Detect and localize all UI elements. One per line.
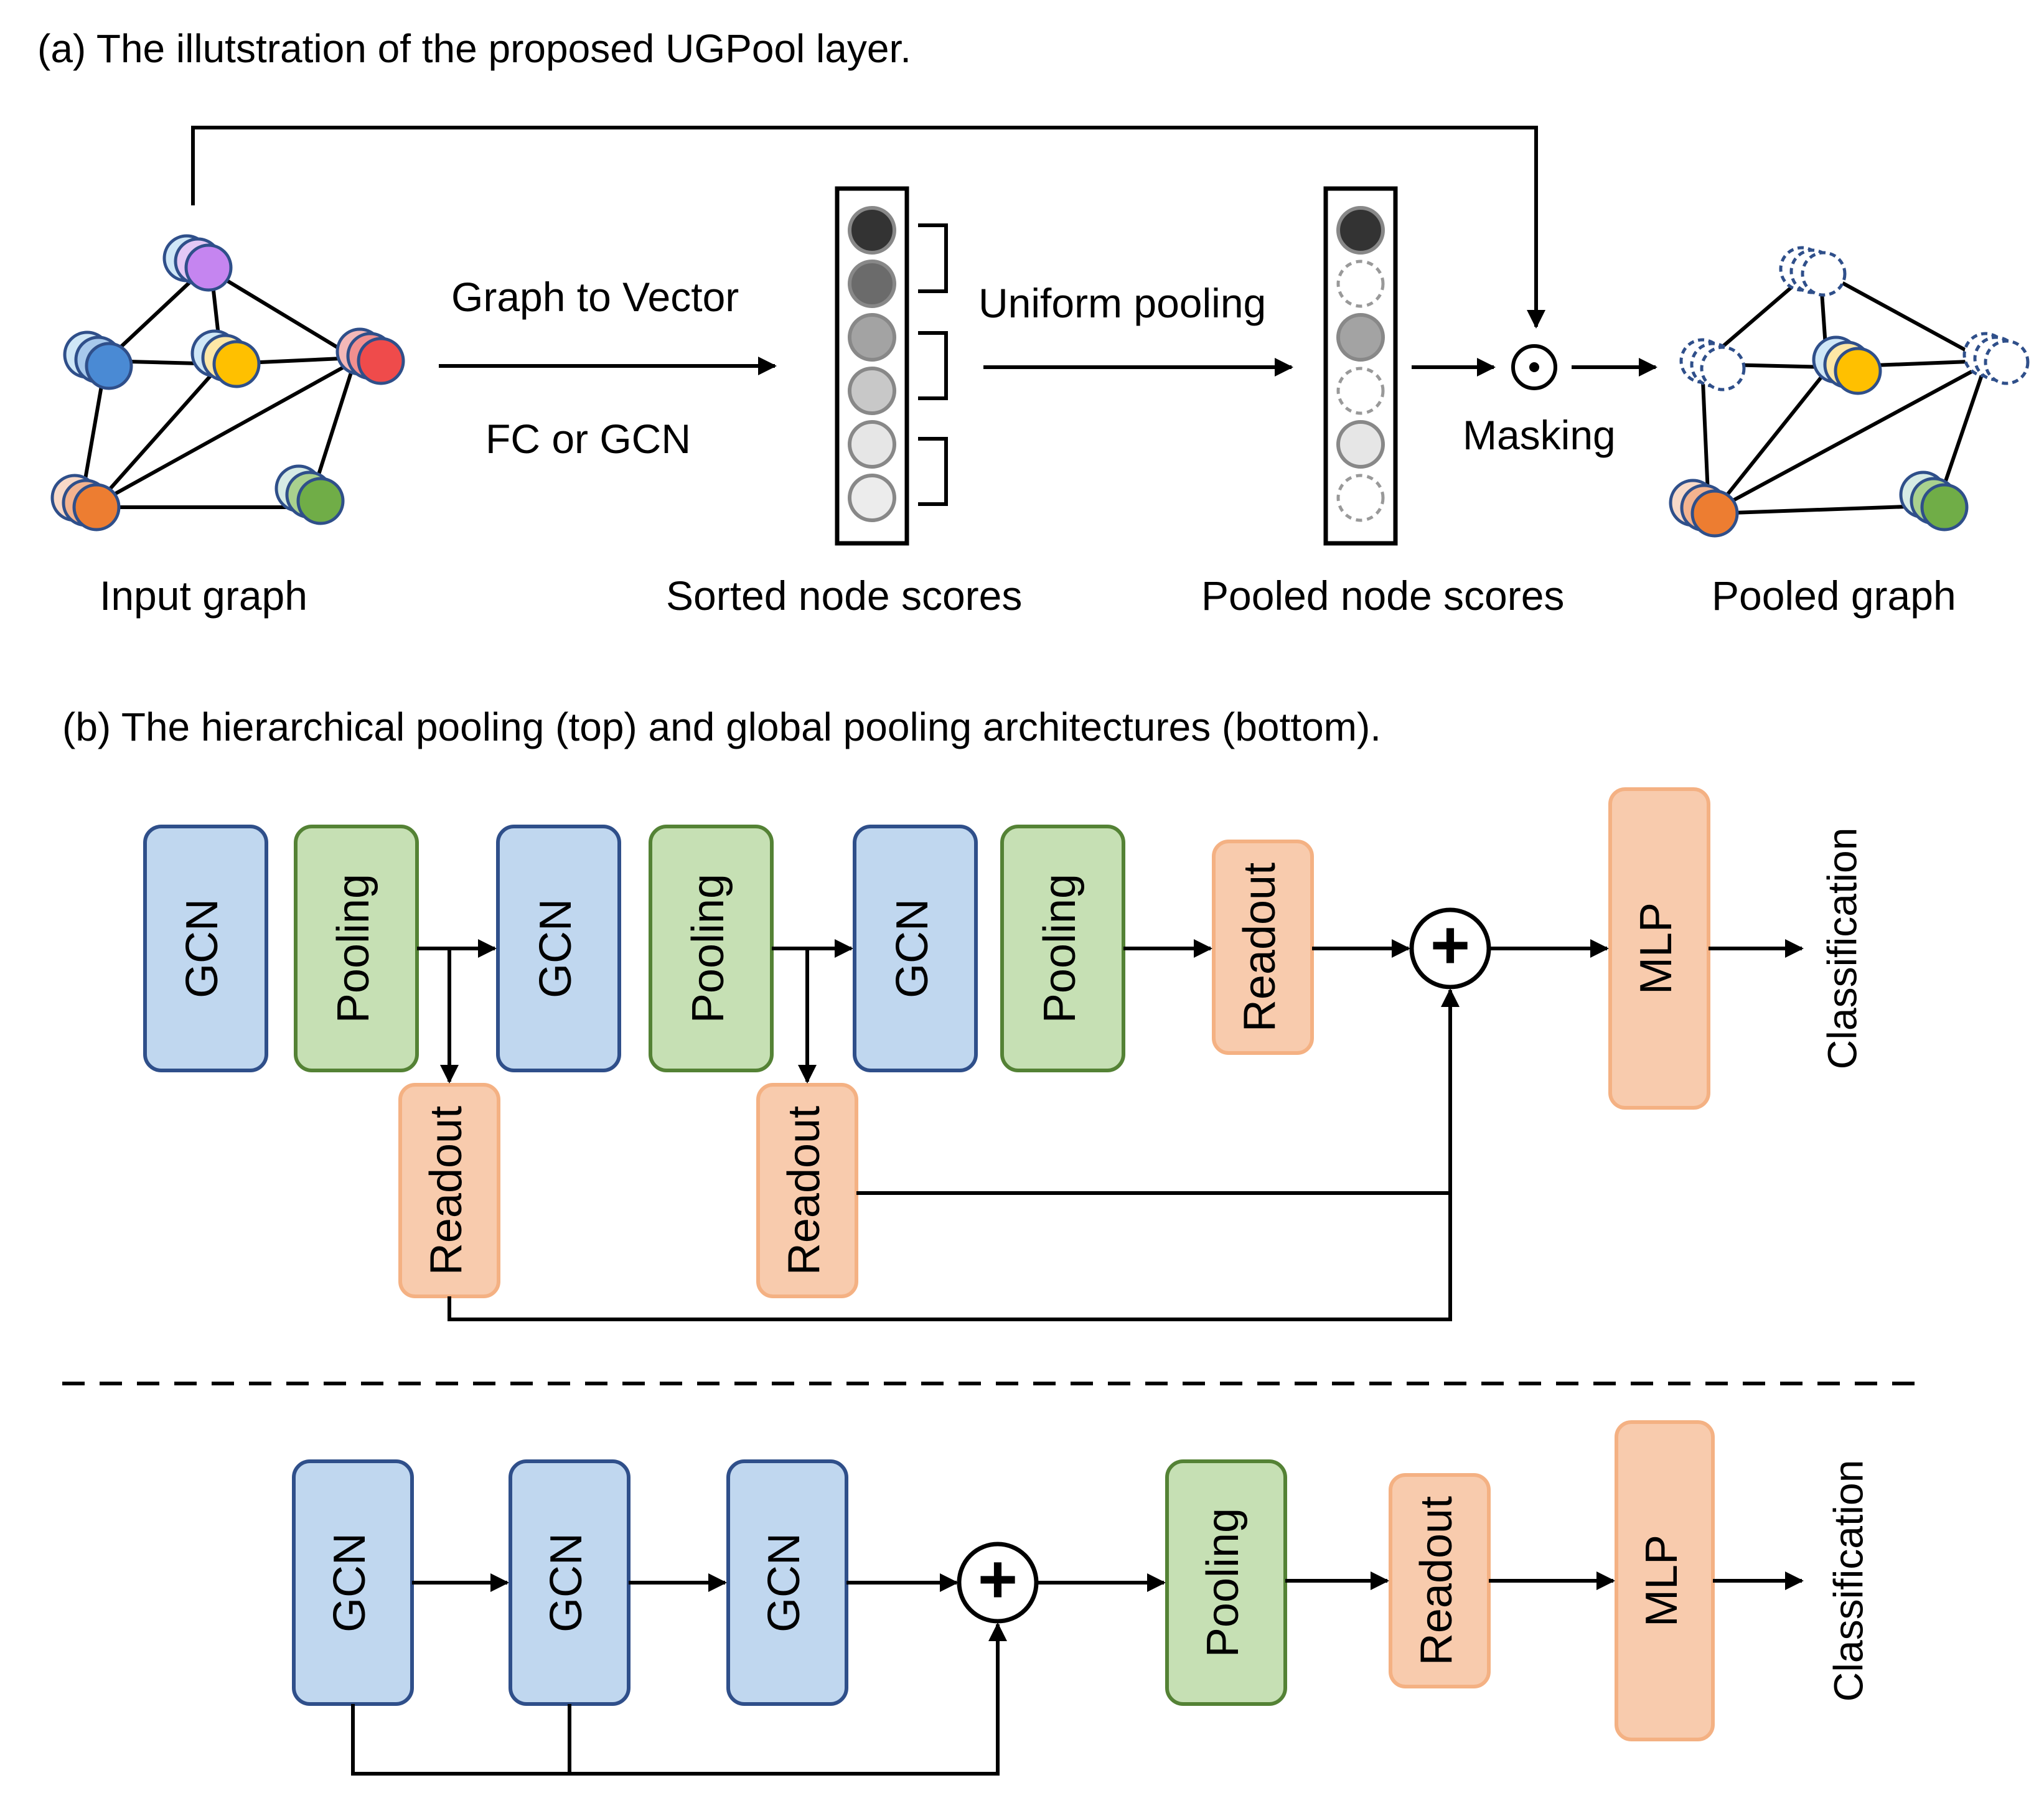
node-red <box>335 327 405 385</box>
sorted-score-node-3 <box>848 313 896 362</box>
svg-text:Readout: Readout <box>1412 1496 1461 1665</box>
caption-a: (a) The illutstration of the proposed UG… <box>37 26 911 71</box>
h-readout-main: Readout <box>1212 840 1314 1055</box>
pooled-score-node-2 <box>1336 260 1385 308</box>
sorted-score-node-1 <box>848 206 896 255</box>
input-graph <box>50 234 405 531</box>
g-gcn-1: GCN <box>292 1459 414 1706</box>
svg-text:GCN: GCN <box>759 1533 809 1632</box>
svg-text:GCN: GCN <box>531 899 581 998</box>
g-mlp: MLP <box>1615 1420 1715 1741</box>
pooled-graph <box>1669 246 2030 538</box>
node-green <box>274 464 345 525</box>
g-readout: Readout <box>1389 1473 1491 1688</box>
g-gcn-3: GCN <box>726 1459 848 1706</box>
g-pooling: Pooling <box>1165 1459 1287 1706</box>
svg-text:Readout: Readout <box>779 1106 829 1275</box>
pooled-scores-label: Pooled node scores <box>1201 573 1564 619</box>
pooled-score-node-3 <box>1336 313 1385 362</box>
h-mlp: MLP <box>1608 787 1710 1110</box>
g-gcn-2: GCN <box>509 1459 631 1706</box>
pooled-node-green <box>1899 470 1969 531</box>
pooled-node-orange <box>1669 479 1739 538</box>
svg-text:Pooling: Pooling <box>1035 874 1085 1023</box>
svg-text:GCN: GCN <box>177 899 227 998</box>
pooled-score-node-6 <box>1336 474 1385 522</box>
svg-text:Pooling: Pooling <box>683 874 733 1023</box>
node-purple <box>162 234 233 292</box>
caption-b: (b) The hierarchical pooling (top) and g… <box>62 705 1381 749</box>
node-yellow <box>190 329 261 388</box>
skip-line-a <box>191 126 1545 329</box>
sorted-score-brackets <box>918 223 948 506</box>
svg-text:Pooling: Pooling <box>329 874 378 1023</box>
svg-text:+: + <box>1430 907 1470 983</box>
svg-text:+: + <box>978 1541 1018 1617</box>
g-classification-label: Classification <box>1825 1460 1871 1702</box>
pooled-node-blue-removed <box>1679 338 1746 391</box>
pooled-node-list <box>1336 206 1385 522</box>
h-gcn-1: GCN <box>143 825 268 1072</box>
pooled-score-node-1 <box>1336 206 1385 255</box>
h-readout-1: Readout <box>398 1083 500 1298</box>
pooled-node-purple-removed <box>1779 246 1847 297</box>
h-plus-operator: + <box>1409 907 1491 990</box>
g-plus-operator: + <box>957 1541 1039 1624</box>
hierarchical-architecture: GCN Pooling GCN Pooling GCN Pooling Read… <box>143 787 1865 1321</box>
fc-or-gcn-label: FC or GCN <box>485 416 691 462</box>
h-pooling-2: Pooling <box>649 825 774 1072</box>
svg-text:GCN: GCN <box>541 1533 591 1632</box>
h-gcn-2: GCN <box>496 825 621 1072</box>
uniform-pooling-label: Uniform pooling <box>978 280 1266 326</box>
h-classification-label: Classification <box>1819 828 1865 1070</box>
pooled-graph-label: Pooled graph <box>1712 573 1956 619</box>
input-graph-label: Input graph <box>100 573 307 619</box>
svg-text:Readout: Readout <box>421 1106 471 1275</box>
sorted-score-node-4 <box>848 367 896 415</box>
svg-text:MLP: MLP <box>1631 902 1681 995</box>
sorted-score-node-2 <box>848 260 896 308</box>
global-architecture: GCN GCN GCN Pooling Readout MLP Classifi… <box>292 1420 1871 1776</box>
graph-to-vector-label: Graph to Vector <box>451 274 739 320</box>
pooled-node-red-removed <box>1962 332 2030 385</box>
svg-text:GCN: GCN <box>325 1533 375 1632</box>
h-gcn-3: GCN <box>853 825 978 1072</box>
svg-text:Readout: Readout <box>1235 863 1285 1032</box>
pooled-graph-edges <box>1700 266 1987 515</box>
sorted-scores-label: Sorted node scores <box>666 573 1022 619</box>
h-pooling-3: Pooling <box>1000 825 1125 1072</box>
node-blue <box>63 330 133 390</box>
pooled-score-node-5 <box>1336 420 1385 469</box>
sorted-score-node-6 <box>848 474 896 522</box>
pooled-score-node-4 <box>1336 367 1385 415</box>
svg-text:GCN: GCN <box>888 899 937 998</box>
svg-text:MLP: MLP <box>1637 1535 1687 1627</box>
masking-operator <box>1511 344 1557 390</box>
sorted-score-node-5 <box>848 420 896 469</box>
sorted-node-list <box>848 206 896 522</box>
svg-text:Pooling: Pooling <box>1198 1508 1248 1657</box>
h-readout-2: Readout <box>756 1083 858 1298</box>
masking-label: Masking <box>1463 412 1616 458</box>
node-orange <box>50 474 121 531</box>
h-pooling-1: Pooling <box>294 825 419 1072</box>
pooled-node-yellow <box>1812 335 1882 395</box>
